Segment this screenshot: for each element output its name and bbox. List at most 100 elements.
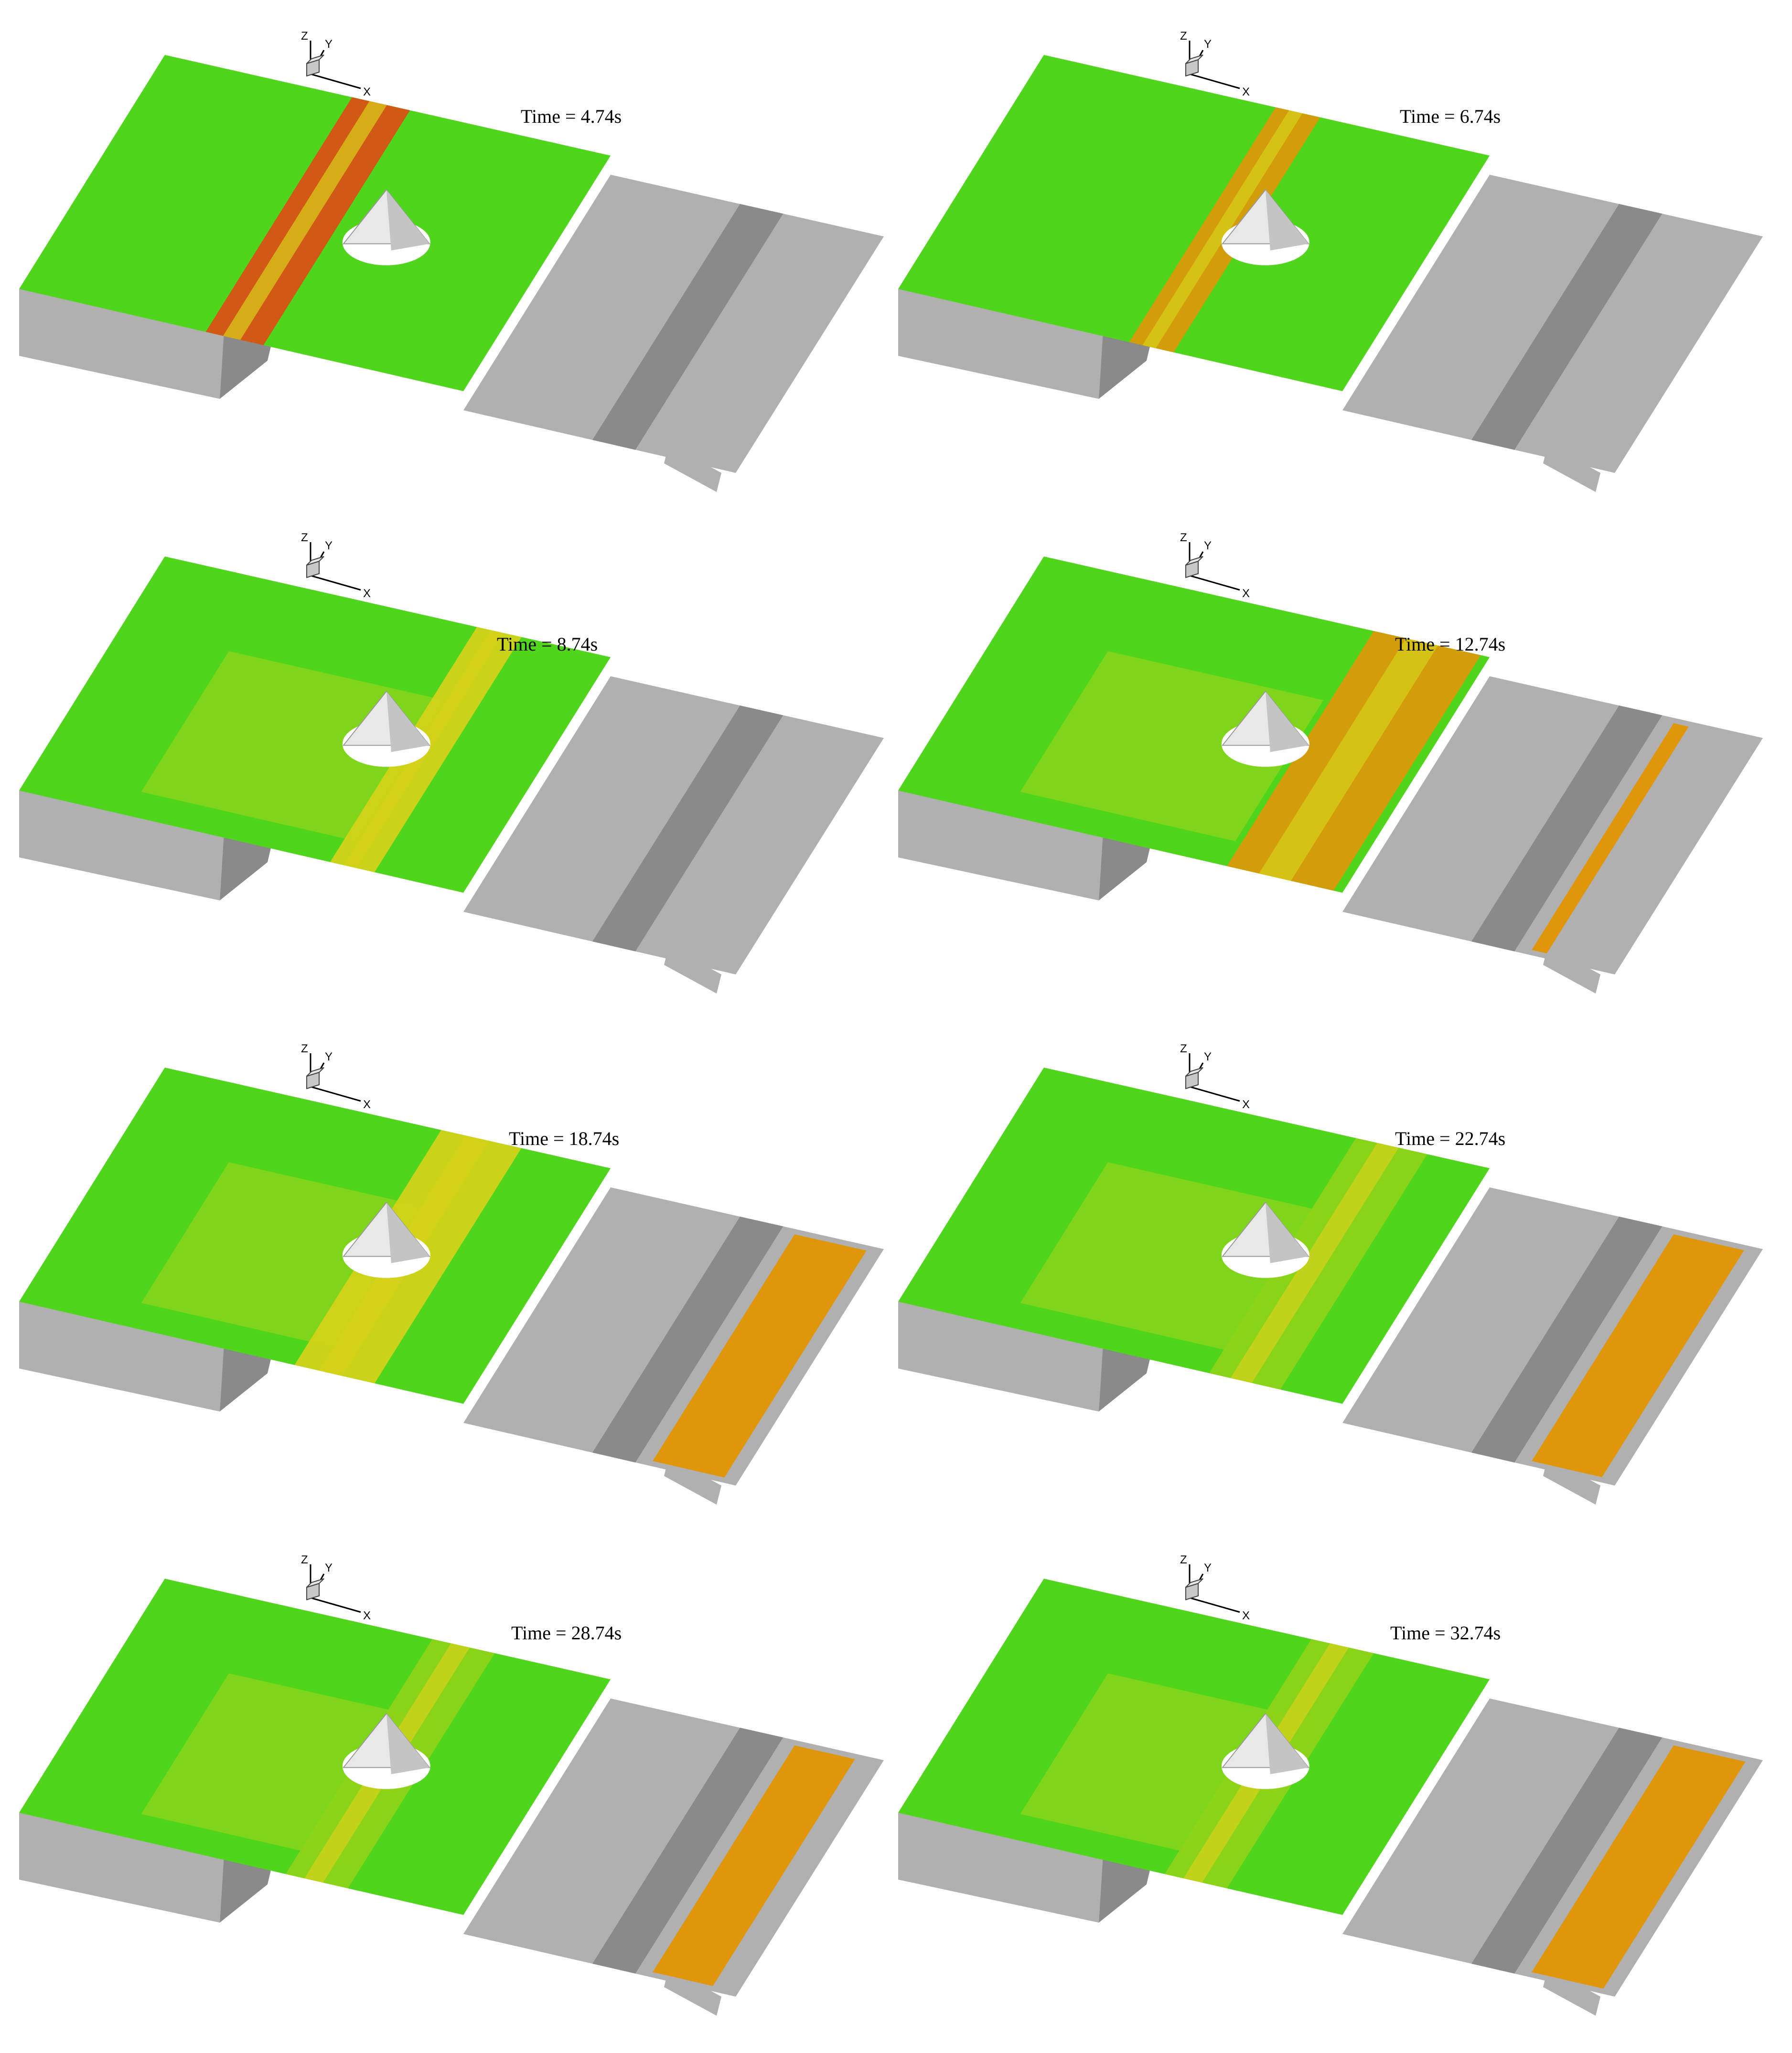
conical-island-shade xyxy=(1265,1713,1309,1775)
x-axis-label: X xyxy=(1242,587,1250,600)
x-axis-line xyxy=(310,1086,361,1102)
terrain-water-render: X Y Z xyxy=(898,30,1763,492)
conical-island-shade xyxy=(1265,1202,1309,1263)
bed-far-slope xyxy=(1471,1217,1663,1463)
z-axis-label: Z xyxy=(1180,1042,1187,1055)
axis-cube-top xyxy=(306,556,324,566)
x-axis-line xyxy=(1189,1086,1240,1102)
bed-far-slope xyxy=(1471,706,1663,952)
water-patch xyxy=(1020,651,1324,841)
z-axis-label: Z xyxy=(1180,30,1187,43)
time-label: Time = 8.74s xyxy=(497,633,598,655)
z-axis-label: Z xyxy=(301,531,308,544)
axis-cube-top xyxy=(306,1067,324,1077)
axis-cube-top xyxy=(306,54,324,64)
snapshot-panel-8: X Y Z Time = 32.74s xyxy=(879,1552,1763,2053)
terrain-water-render: X Y Z xyxy=(898,531,1763,994)
x-axis-line xyxy=(1189,575,1240,591)
conical-island-shade xyxy=(386,190,429,251)
snapshot-panel-3: X Y Z Time = 8.74s xyxy=(0,530,884,1031)
x-axis-label: X xyxy=(363,587,371,600)
simulation-snapshot-grid: X Y Z Time = 4.74s X Y Z Time = 6.74s X Y Z Ti… xyxy=(0,29,1763,2016)
y-axis-label: Y xyxy=(1204,1050,1212,1063)
x-axis-line xyxy=(1189,1597,1240,1613)
conical-island-shade xyxy=(1265,691,1309,752)
z-axis-label: Z xyxy=(301,1553,308,1566)
terrain-water-render: X Y Z xyxy=(19,1042,884,1505)
terrain-water-render: X Y Z xyxy=(898,1553,1763,2016)
wave-crest-core xyxy=(1230,1143,1399,1383)
bed-far-slope xyxy=(592,706,783,952)
time-label: Time = 12.74s xyxy=(1395,633,1506,655)
x-axis-label: X xyxy=(363,86,371,98)
wave-crest-core xyxy=(1142,110,1303,349)
terrain-water-render: X Y Z xyxy=(19,531,884,994)
axis-cube-top xyxy=(1185,556,1203,566)
wave-crest-core xyxy=(1259,638,1438,881)
z-axis-label: Z xyxy=(1180,1553,1187,1566)
conical-island-shade xyxy=(386,1713,429,1775)
wave-crest-core xyxy=(223,101,387,340)
axis-cube-top xyxy=(1185,1067,1203,1077)
snapshot-panel-2: X Y Z Time = 6.74s xyxy=(879,29,1763,529)
snapshot-panel-7: X Y Z Time = 28.74s xyxy=(0,1552,884,2053)
time-label: Time = 32.74s xyxy=(1390,1622,1501,1644)
conical-island-shade xyxy=(386,691,429,752)
terrain-water-render: X Y Z xyxy=(19,1553,884,2016)
x-axis-label: X xyxy=(1242,1098,1250,1111)
bed-far-edge xyxy=(1543,1457,1600,1505)
axis-cube-top xyxy=(1185,1578,1203,1588)
y-axis-label: Y xyxy=(1204,1561,1212,1574)
water-patch xyxy=(141,651,445,841)
x-axis-line xyxy=(1189,73,1240,89)
runup-zone xyxy=(653,1745,855,1986)
water-surface xyxy=(898,55,1490,391)
x-axis-line xyxy=(310,575,361,591)
axis-cube-top xyxy=(1185,54,1203,64)
time-label: Time = 22.74s xyxy=(1395,1128,1506,1149)
terrain-water-render: X Y Z xyxy=(19,30,884,492)
runup-zone xyxy=(653,1234,867,1478)
x-axis-line xyxy=(310,1597,361,1613)
snapshot-panel-1: X Y Z Time = 4.74s xyxy=(0,29,884,529)
z-axis-label: Z xyxy=(301,30,308,43)
bed-far-slope xyxy=(592,204,783,450)
time-label: Time = 6.74s xyxy=(1400,106,1501,127)
bed-far-edge xyxy=(1543,444,1600,492)
conical-island-shade xyxy=(1265,190,1309,251)
x-axis-label: X xyxy=(1242,86,1250,98)
runup-zone xyxy=(1532,1745,1746,1989)
snapshot-panel-6: X Y Z Time = 22.74s xyxy=(879,1041,1763,1542)
z-axis-label: Z xyxy=(1180,531,1187,544)
bed-far-slope xyxy=(1471,1728,1663,1974)
x-axis-label: X xyxy=(1242,1609,1250,1622)
runup-zone xyxy=(1532,1234,1744,1477)
bed-far-edge xyxy=(1543,946,1600,994)
conical-island-shade xyxy=(386,1202,429,1263)
water-patch xyxy=(1020,1162,1324,1352)
time-label: Time = 18.74s xyxy=(509,1128,620,1149)
bed-far-edge xyxy=(664,444,721,492)
y-axis-label: Y xyxy=(1204,539,1212,552)
runup-zone xyxy=(1532,723,1689,953)
axis-cube-top xyxy=(306,1578,324,1588)
y-axis-label: Y xyxy=(325,539,333,552)
bed-far-slope xyxy=(592,1728,783,1974)
bed-far-edge xyxy=(664,1457,721,1505)
x-axis-label: X xyxy=(363,1609,371,1622)
time-label: Time = 28.74s xyxy=(511,1622,622,1644)
y-axis-label: Y xyxy=(325,1050,333,1063)
x-axis-line xyxy=(310,73,361,89)
y-axis-label: Y xyxy=(1204,38,1212,51)
bed-far-slope xyxy=(592,1217,783,1463)
terrain-water-render: X Y Z xyxy=(898,1042,1763,1505)
snapshot-panel-5: X Y Z Time = 18.74s xyxy=(0,1041,884,1542)
bed-far-slope xyxy=(1471,204,1663,450)
bed-far-edge xyxy=(664,946,721,994)
snapshot-panel-4: X Y Z Time = 12.74s xyxy=(879,530,1763,1031)
y-axis-label: Y xyxy=(325,1561,333,1574)
y-axis-label: Y xyxy=(325,38,333,51)
x-axis-label: X xyxy=(363,1098,371,1111)
z-axis-label: Z xyxy=(301,1042,308,1055)
time-label: Time = 4.74s xyxy=(521,106,622,127)
